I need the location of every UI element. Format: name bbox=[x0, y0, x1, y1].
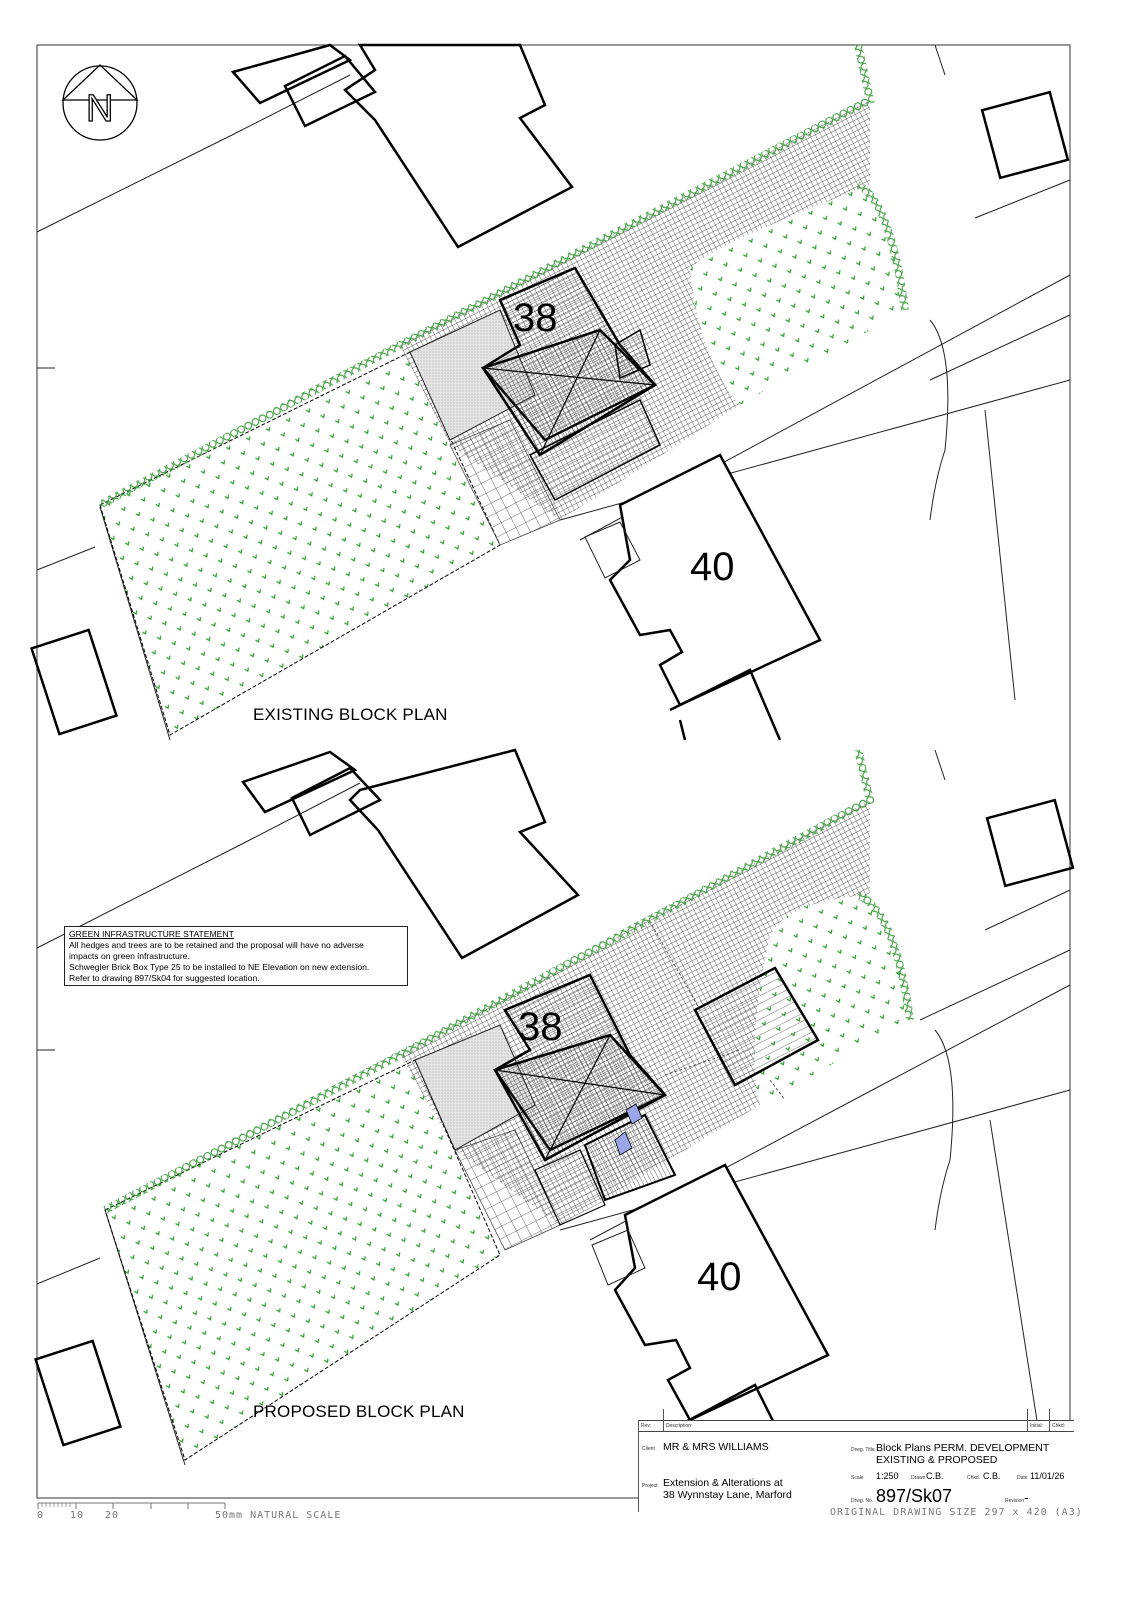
drawing-number-label: Drwg. No. bbox=[851, 1498, 874, 1504]
statement-line: Schwegler Brick Box Type 25 to be instal… bbox=[69, 962, 370, 972]
rooflight-icon bbox=[614, 1131, 633, 1156]
scale-tick-0: 0 bbox=[37, 1510, 45, 1521]
green-infrastructure-statement: GREEN INFRASTRUCTURE STATEMENT All hedge… bbox=[64, 926, 408, 986]
checked-by-label: Chkd. bbox=[967, 1475, 981, 1481]
scale-tick-20: 20 bbox=[105, 1510, 120, 1521]
date-value: 11/01/26 bbox=[1030, 1471, 1065, 1481]
original-sheet-size: ORIGINAL DRAWING SIZE 297 x 420 (A3) bbox=[830, 1507, 1083, 1518]
sheet-border bbox=[36, 44, 1071, 1499]
proposed-plan-title: PROPOSED BLOCK PLAN bbox=[253, 1402, 465, 1421]
scale-label: Scale bbox=[851, 1475, 864, 1481]
revision-label: Revision bbox=[1005, 1498, 1025, 1504]
plot-number-38-proposed: 38 bbox=[518, 1005, 563, 1049]
drawn-label: Drawn bbox=[911, 1475, 926, 1481]
client-name: MR & MRS WILLIAMS bbox=[663, 1441, 769, 1453]
project-label: Project bbox=[642, 1483, 658, 1489]
north-arrow-icon bbox=[61, 64, 139, 141]
scale-tick-10: 10 bbox=[70, 1510, 85, 1521]
drawing-title-line-1: Block Plans PERM. DEVELOPMENT bbox=[876, 1442, 1050, 1454]
initial-label: Initial: bbox=[1030, 1423, 1044, 1429]
proposed-outbuilding bbox=[693, 966, 820, 1087]
plot-number-40-proposed: 40 bbox=[697, 1255, 742, 1299]
plot-number-40-existing: 40 bbox=[690, 545, 735, 589]
statement-heading: GREEN INFRASTRUCTURE STATEMENT bbox=[69, 929, 234, 939]
scale-bar bbox=[37, 1502, 226, 1509]
plot-number-38-existing: 38 bbox=[513, 296, 558, 340]
revision-value: - bbox=[1024, 1489, 1029, 1505]
rev-label: Rev: bbox=[641, 1423, 652, 1429]
revision-header-row: Rev: Description: Initial: Chkd: bbox=[639, 1409, 1074, 1432]
north-arrow-letter: N bbox=[85, 87, 114, 130]
project-line-2: 38 Wynnstay Lane, Marford bbox=[663, 1489, 792, 1501]
checked-label: Chkd: bbox=[1052, 1423, 1066, 1429]
existing-plan-title: EXISTING BLOCK PLAN bbox=[253, 705, 448, 724]
drawing-title-label: Drwg. Title bbox=[851, 1447, 875, 1453]
checked-by-value: C.B. bbox=[983, 1471, 1001, 1481]
statement-line: Refer to drawing 897/Sk04 for suggested … bbox=[69, 973, 260, 983]
statement-line: All hedges and trees are to be retained … bbox=[69, 940, 364, 950]
natural-scale-caption: 50mm NATURAL SCALE bbox=[215, 1510, 342, 1521]
project-line-1: Extension & Alterations at bbox=[663, 1477, 783, 1489]
drawing-title-line-2: EXISTING & PROPOSED bbox=[876, 1454, 998, 1466]
date-label: Date bbox=[1017, 1475, 1028, 1481]
drawn-value: C.B. bbox=[926, 1471, 944, 1481]
client-label: Client bbox=[642, 1446, 655, 1452]
statement-line: impacts on green infrastructure. bbox=[69, 951, 190, 961]
rooflight-icon bbox=[625, 1103, 643, 1125]
scale-value: 1:250 bbox=[876, 1471, 899, 1481]
proposed-block-plan bbox=[33, 748, 1075, 1467]
description-label: Description: bbox=[666, 1423, 693, 1429]
existing-block-plan bbox=[29, 43, 1071, 741]
drawing-number: 897/Sk07 bbox=[876, 1486, 953, 1506]
title-block: Rev: Description: Initial: Chkd: Client … bbox=[638, 1409, 1074, 1512]
